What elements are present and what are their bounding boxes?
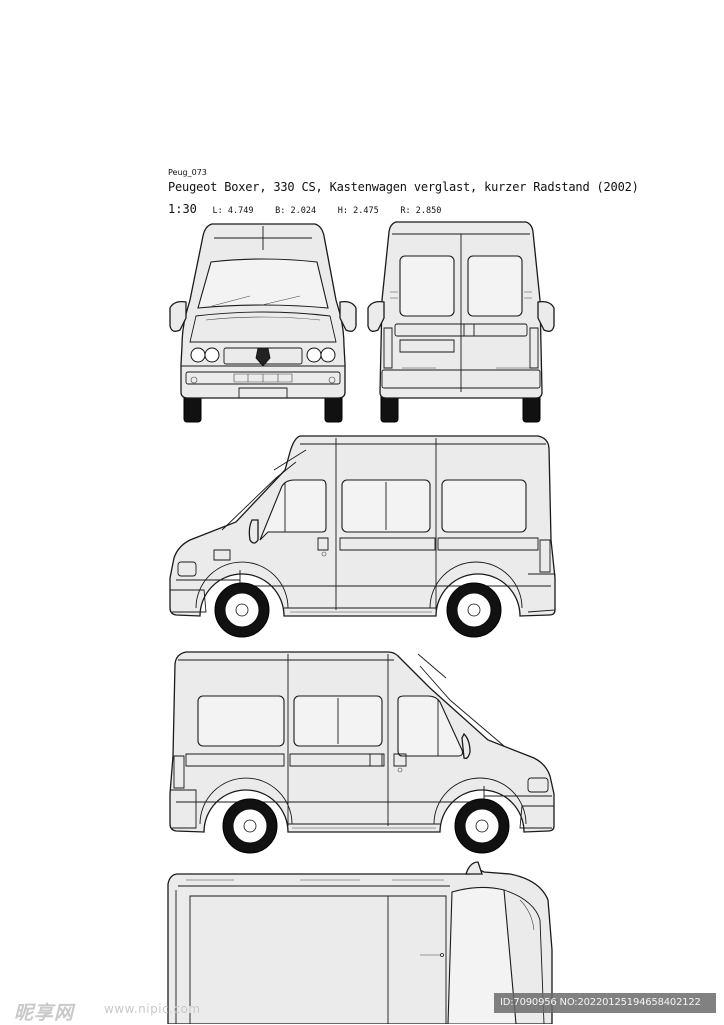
front-windshield <box>198 259 328 308</box>
scale-label: 1:30 <box>168 202 197 216</box>
watermark-id: ID:7090956 NO:20220125194658402122 <box>500 997 701 1008</box>
left-front-door-window <box>260 480 326 540</box>
dimensions-row: 1:30 L: 4.749 B: 2.024 H: 2.475 R: 2.850 <box>168 198 453 217</box>
top-mirror <box>466 862 482 874</box>
drawing-code: Peug_073 <box>168 168 207 177</box>
front-right-headlight <box>307 348 321 362</box>
left-side-headlight <box>178 562 196 576</box>
dimension-width: B: 2.024 <box>275 206 317 216</box>
dimension-height: H: 2.475 <box>337 206 379 216</box>
right-rear-window <box>198 696 284 746</box>
left-side-rear-lamp <box>540 540 550 572</box>
drawing-title: Peugeot Boxer, 330 CS, Kastenwagen vergl… <box>168 180 639 194</box>
rear-bumper <box>382 370 540 388</box>
left-side-view <box>170 436 555 637</box>
top-view <box>168 862 552 1024</box>
rear-right-window <box>468 256 522 316</box>
rear-left-lamp <box>384 328 392 368</box>
right-side-rear-lamp <box>174 756 184 788</box>
top-roof-panel <box>190 896 446 1024</box>
rear-license-plate <box>400 340 454 352</box>
left-rear-window <box>442 480 526 532</box>
right-front-door-window <box>398 696 463 756</box>
left-side-mirror <box>249 520 258 543</box>
dimension-wheelbase: R: 2.850 <box>400 206 442 216</box>
rear-right-lamp <box>530 328 538 368</box>
right-side-mirror <box>462 734 470 758</box>
front-right-mirror <box>340 302 356 332</box>
watermark-brand: 昵享网 <box>14 1002 75 1024</box>
dimension-length: L: 4.749 <box>212 206 254 216</box>
front-bumper <box>186 372 340 384</box>
right-side-headlight <box>528 778 548 792</box>
rear-view <box>368 222 554 422</box>
front-left-mirror <box>170 302 186 332</box>
front-left-headlight <box>191 348 205 362</box>
right-side-view <box>170 652 554 853</box>
front-license-plate <box>239 388 287 398</box>
watermark-id-bar <box>494 993 716 1013</box>
rear-left-window <box>400 256 454 316</box>
front-view <box>170 224 356 422</box>
watermark-site: www.nipic.com <box>104 1002 201 1016</box>
